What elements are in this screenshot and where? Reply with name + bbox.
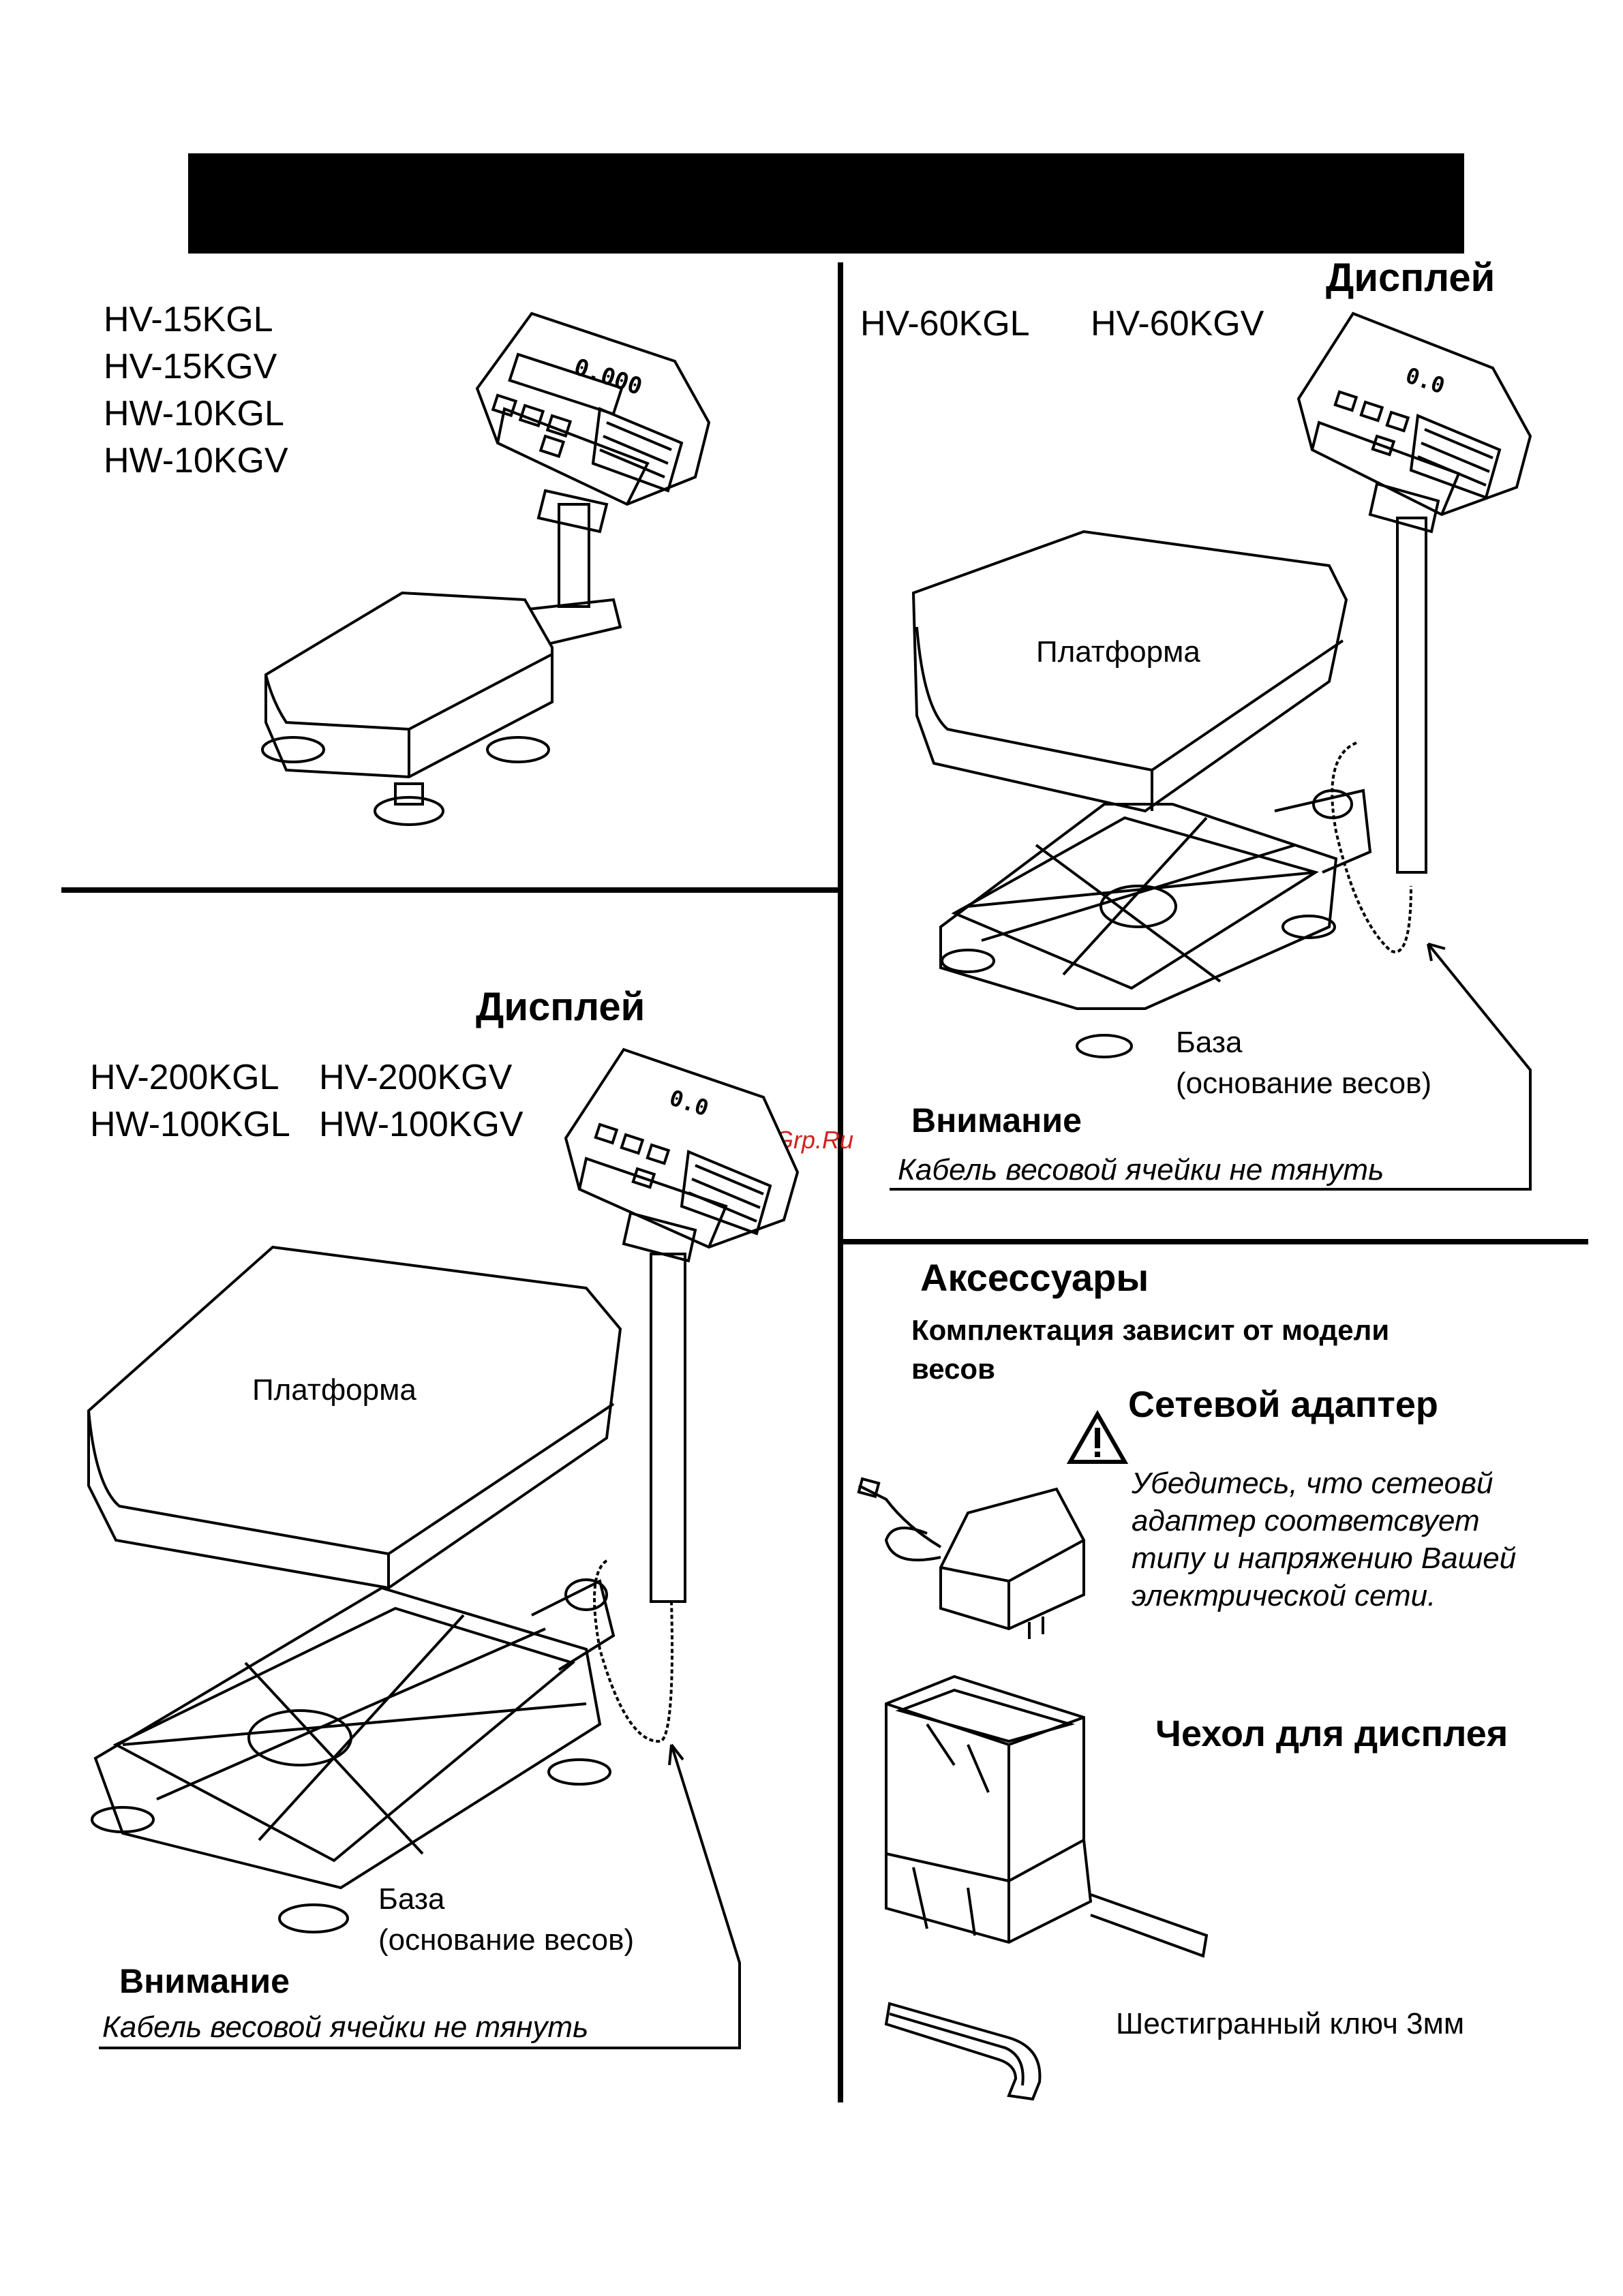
display-label: Дисплей — [1326, 256, 1496, 300]
warning-text: Кабель весовой ячейки не тянуть — [102, 2010, 589, 2044]
cover-title: Чехол для дисплея — [1155, 1713, 1508, 1754]
model-name: HV-200KGV — [319, 1058, 513, 1097]
model-name: HV-60KGV — [1091, 304, 1264, 343]
accessories-note: Комплектация зависит от модели — [911, 1314, 1390, 1346]
accessories-title: Аксессуары — [920, 1256, 1149, 1299]
adapter-note: адаптер соответсвует — [1132, 1504, 1480, 1537]
model-name: HW-100KGV — [319, 1105, 524, 1144]
adapter-note: электрической сети. — [1132, 1579, 1436, 1612]
platform-label: Платформа — [252, 1373, 416, 1407]
horizontal-divider-right — [840, 1239, 1588, 1244]
accessories-note: весов — [911, 1353, 995, 1385]
display-label: Дисплей — [476, 985, 646, 1029]
base-label: База — [1176, 1026, 1243, 1059]
adapter-note: типу и напряжению Вашей — [1132, 1542, 1517, 1575]
model-name: HV-200KGL — [90, 1058, 279, 1097]
warning-text: Кабель весовой ячейки не тянуть — [898, 1153, 1384, 1187]
warning-title: Внимание — [911, 1101, 1082, 1139]
base-description: (основание весов) — [378, 1923, 635, 1957]
hex-key-label: Шестигранный ключ 3мм — [1116, 2007, 1465, 2040]
adapter-title: Сетевой адаптер — [1128, 1384, 1438, 1425]
warning-title: Внимание — [119, 1962, 290, 2000]
adapter-note: Убедитесь, что сетеовй — [1132, 1467, 1493, 1500]
model-name: HW-10KGV — [104, 441, 288, 480]
model-name: HV-15KGV — [104, 347, 277, 386]
base-label: База — [378, 1882, 445, 1916]
model-name: HV-15KGL — [104, 300, 273, 339]
model-name: HV-60KGL — [860, 304, 1030, 343]
model-name: HW-10KGL — [104, 394, 284, 433]
model-name: HW-100KGL — [90, 1105, 290, 1144]
horizontal-divider-left — [61, 887, 840, 893]
vertical-divider — [838, 262, 843, 2102]
warning-triangle-icon — [1066, 1409, 1129, 1464]
base-description: (основание весов) — [1176, 1067, 1432, 1100]
header-bar — [188, 153, 1464, 254]
platform-label: Платформа — [1036, 635, 1200, 669]
